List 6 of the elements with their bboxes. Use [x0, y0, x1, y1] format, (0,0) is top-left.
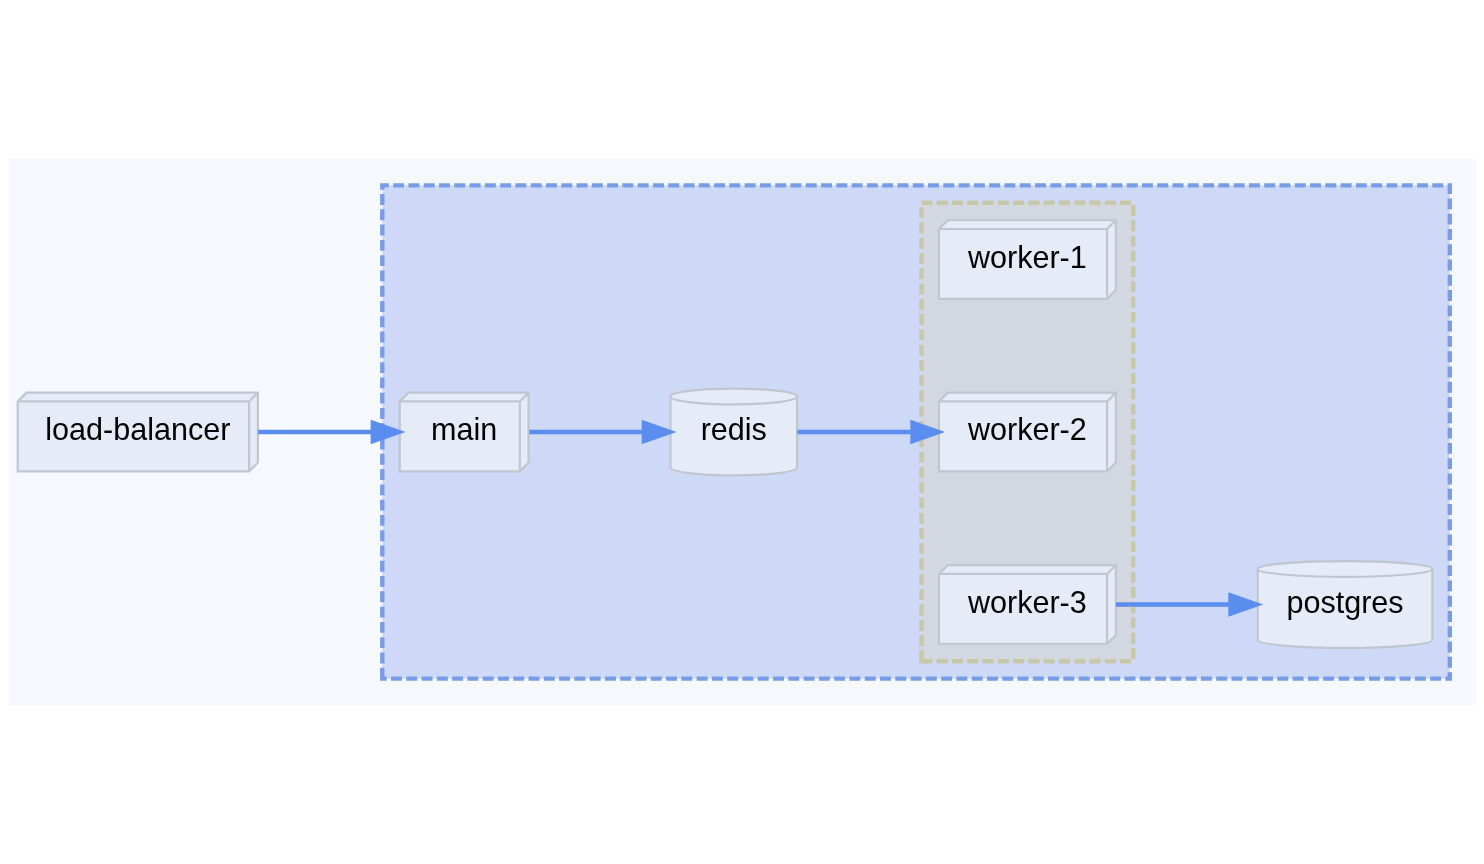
arrow	[1115, 592, 1263, 617]
cluster	[379, 183, 1452, 681]
arrow	[528, 419, 677, 445]
cluster	[918, 200, 1135, 664]
arrow	[257, 419, 406, 445]
arrow	[796, 419, 945, 445]
